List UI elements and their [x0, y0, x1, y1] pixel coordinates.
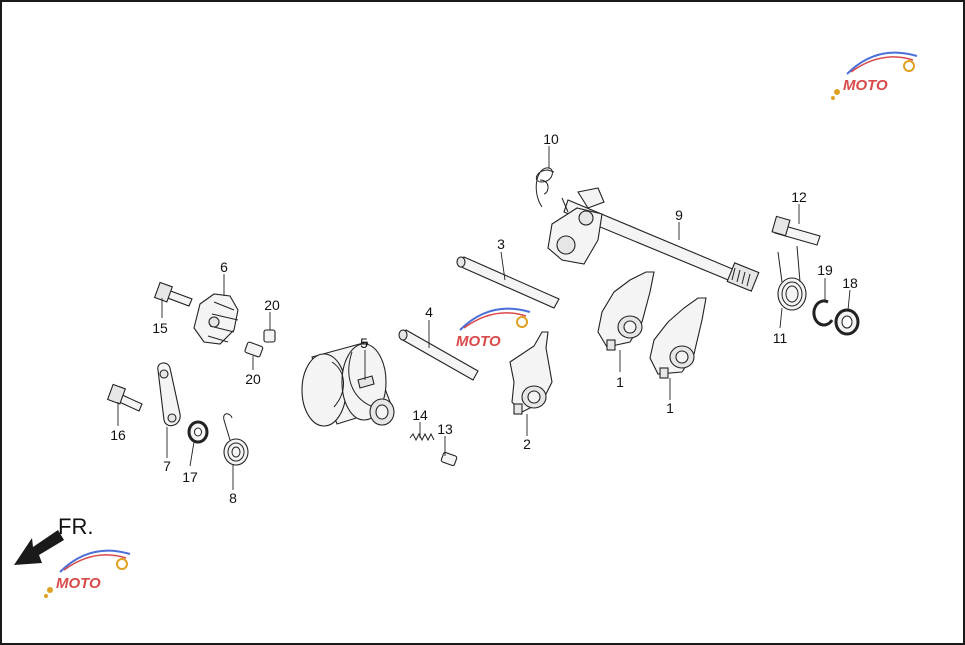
callout-7: 7	[163, 458, 171, 474]
part-washer-17	[187, 420, 209, 444]
callout-9: 9	[675, 207, 683, 223]
callout-2: 2	[523, 436, 531, 452]
callout-4: 4	[425, 304, 433, 320]
callout-11: 11	[773, 330, 788, 346]
callout-6: 6	[220, 259, 228, 275]
part-circlip-19	[812, 299, 834, 327]
callout-13: 13	[437, 421, 453, 437]
callout-19: 19	[817, 262, 833, 278]
part-spring-11	[777, 245, 807, 311]
watermark-text: MOTO	[456, 333, 501, 350]
callout-15: 15	[152, 320, 168, 336]
part-fork-rod-4	[398, 329, 479, 381]
part-pin-20a	[263, 329, 276, 343]
part-shift-drum	[301, 341, 395, 427]
part-spring-8	[223, 413, 249, 466]
watermark-center: MOTO	[456, 307, 531, 350]
callout-10: 10	[543, 131, 559, 147]
front-direction-label: FR.	[58, 514, 93, 539]
part-spring-14	[409, 432, 435, 442]
callout-14: 14	[412, 407, 428, 423]
callout-3: 3	[497, 236, 505, 252]
leader-lines	[117, 146, 851, 490]
part-bolt-15	[153, 281, 193, 307]
part-pin-13	[440, 451, 458, 467]
callout-12: 12	[791, 189, 807, 205]
watermark-bottom-left: MOTO	[44, 549, 131, 598]
part-shift-shaft	[547, 187, 760, 292]
part-washer-18	[834, 308, 860, 336]
watermark-top-right: MOTO	[831, 51, 918, 100]
front-direction-arrow	[14, 530, 64, 565]
callout-16: 16	[110, 427, 126, 443]
part-shift-fork-1a	[597, 271, 655, 351]
callout-18: 18	[842, 275, 858, 291]
watermark-text: MOTO	[56, 575, 101, 592]
part-bolt-16	[106, 383, 143, 412]
part-fork-rod-3	[456, 256, 560, 309]
part-segment-plate-6	[193, 293, 239, 345]
part-bolt-12	[771, 215, 821, 246]
part-shift-fork-1b	[649, 297, 707, 379]
callout-17: 17	[182, 469, 198, 485]
callout-8: 8	[229, 490, 237, 506]
part-return-spring	[535, 167, 555, 208]
callout-20: 20	[264, 297, 280, 313]
callout-1: 1	[666, 400, 674, 416]
callout-1: 1	[616, 374, 624, 390]
part-stopper-lever-7	[157, 362, 181, 427]
callout-5: 5	[360, 335, 368, 351]
part-shift-fork-2	[509, 331, 553, 415]
part-pin-20b	[244, 341, 264, 358]
callout-20: 20	[245, 371, 261, 387]
watermark-text: MOTO	[843, 77, 888, 94]
